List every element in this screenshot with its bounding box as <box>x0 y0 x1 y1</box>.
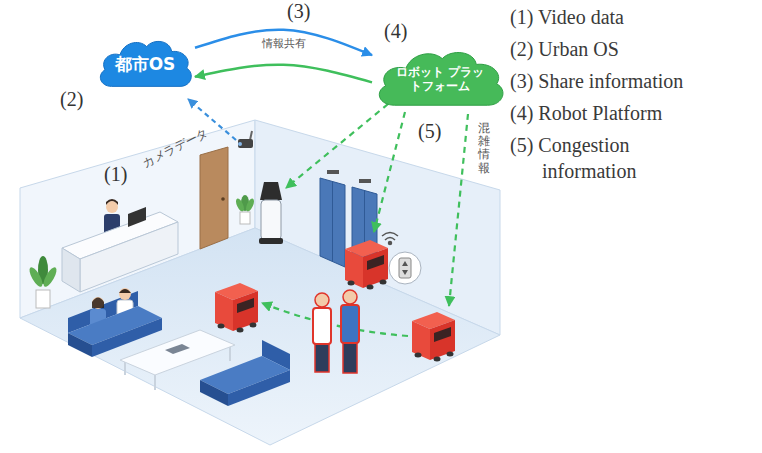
reception-desk <box>62 207 178 292</box>
label-holder: (2) Urban OS <box>510 36 762 62</box>
left-sofa <box>68 288 162 357</box>
plant <box>234 195 255 224</box>
label-holder: 情報共有 <box>259 37 309 51</box>
label-holder: カメラデータ <box>140 125 211 171</box>
label-holder: (3) Share information <box>510 68 702 94</box>
label-holder: (3) <box>287 0 310 23</box>
cloud-node: ロボット プラットフォーム <box>372 45 508 113</box>
label-holder: 混雑情報 <box>478 122 490 175</box>
legend-note: (5) Congestion information <box>510 132 702 184</box>
plant <box>27 256 59 308</box>
flow-label: カメラデータ <box>140 125 211 171</box>
camera <box>238 131 253 148</box>
connector-arrow <box>195 30 372 56</box>
callout-number: (1) <box>104 163 127 186</box>
legend-note: (4) Robot Platform <box>510 100 762 126</box>
callout-number: (5) <box>418 120 441 143</box>
label-holder: (2) <box>60 88 83 111</box>
legend-note: (1) Video data <box>510 4 762 30</box>
white-robot <box>259 182 283 244</box>
label-holder: (5) <box>418 120 441 143</box>
callout-number: (4) <box>384 20 407 43</box>
label-holder: (1) Video data <box>510 4 762 30</box>
door <box>200 147 228 249</box>
callout-number: (2) <box>60 88 83 111</box>
legend-note: (2) Urban OS <box>510 36 762 62</box>
cloud-node: 都市OS <box>95 35 195 93</box>
flow-label: 混雑情報 <box>478 122 490 175</box>
edge-label: 情報共有 <box>259 37 309 51</box>
connector-arrow <box>195 65 372 83</box>
label-holder: (4) Robot Platform <box>510 100 762 126</box>
cloud-label: ロボット プラットフォーム <box>390 65 490 94</box>
elevator-button <box>389 252 421 284</box>
legend-note: (3) Share information <box>510 68 702 94</box>
label-holder: (4) <box>384 20 407 43</box>
wifi-symbol <box>382 233 398 245</box>
delivery-robot <box>215 283 258 333</box>
delivery-robot <box>412 312 455 362</box>
right-sofa <box>200 340 290 406</box>
callout-number: (3) <box>287 0 310 23</box>
robot-routes <box>188 99 468 336</box>
people <box>313 290 359 373</box>
cloud-label: 都市OS <box>115 54 176 74</box>
delivery-robot <box>345 240 388 290</box>
room <box>20 120 500 445</box>
label-holder: (1) <box>104 163 127 186</box>
label-holder: (5) Congestion information <box>510 132 702 184</box>
